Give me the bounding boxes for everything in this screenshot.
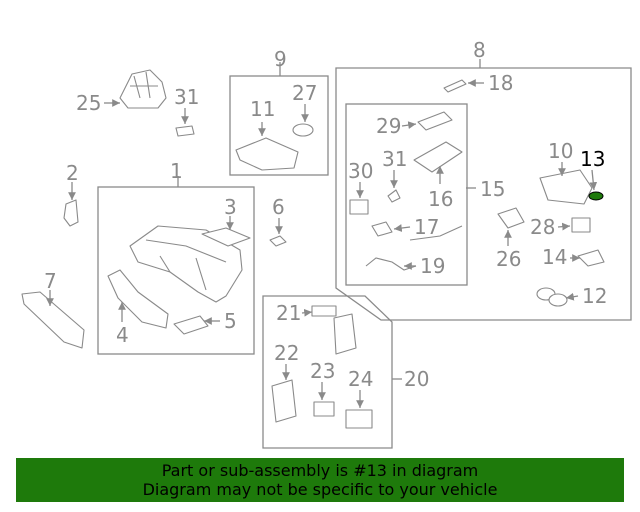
callout-8: 8 xyxy=(473,38,486,62)
bracket-part-5 xyxy=(173,315,209,335)
cup-holder-part-12 xyxy=(536,287,568,307)
group-box-15 xyxy=(345,103,468,286)
callout-31-top: 31 xyxy=(174,85,199,109)
group-box-9 xyxy=(229,75,329,176)
group-box-8 xyxy=(335,67,632,321)
callout-10: 10 xyxy=(548,139,573,163)
leader-lines xyxy=(46,59,598,408)
callout-4: 4 xyxy=(116,323,129,347)
callout-11: 11 xyxy=(250,97,275,121)
callout-13-highlighted: 13 xyxy=(580,147,605,171)
callout-22: 22 xyxy=(274,341,299,365)
info-banner: Part or sub-assembly is #13 in diagram D… xyxy=(16,458,624,502)
callout-12: 12 xyxy=(582,284,607,308)
clip-part-31-inner xyxy=(387,189,401,203)
connector-part-17 xyxy=(371,221,393,237)
callout-27: 27 xyxy=(292,81,317,105)
callout-19: 19 xyxy=(420,254,445,278)
banner-line-disclaimer: Diagram may not be specific to your vehi… xyxy=(142,480,498,499)
group-box-1 xyxy=(97,186,255,355)
callout-2: 2 xyxy=(66,161,79,185)
module-part-20 xyxy=(333,313,357,355)
bracket-part-2 xyxy=(63,199,79,227)
callout-17: 17 xyxy=(414,215,439,239)
lid-part-3 xyxy=(201,227,251,247)
panel-part-16 xyxy=(413,141,463,173)
clip-part-31 xyxy=(175,125,195,137)
switch-part-30 xyxy=(349,199,369,215)
callout-1: 1 xyxy=(170,159,183,183)
console-part-1 xyxy=(129,225,243,303)
trim-part-4 xyxy=(107,269,169,329)
module-part-23 xyxy=(313,401,335,417)
switch-part-28 xyxy=(571,217,591,233)
callout-3: 3 xyxy=(224,195,237,219)
bezel-part-10 xyxy=(539,169,593,205)
harness-part-19 xyxy=(365,257,417,271)
strip-part-18 xyxy=(443,79,467,93)
bracket-part-14 xyxy=(577,249,605,267)
callout-23: 23 xyxy=(310,359,335,383)
switch-part-21 xyxy=(311,305,337,317)
callout-18: 18 xyxy=(488,71,513,95)
trim-part-29 xyxy=(417,111,453,131)
callout-29: 29 xyxy=(376,114,401,138)
highlighted-part-13 xyxy=(588,191,604,201)
callout-28: 28 xyxy=(530,215,555,239)
callout-9: 9 xyxy=(274,47,287,71)
callout-24: 24 xyxy=(348,367,373,391)
module-part-22 xyxy=(271,379,297,423)
callout-14: 14 xyxy=(542,245,567,269)
cable-part-17 xyxy=(409,225,463,241)
module-part-24 xyxy=(345,409,373,429)
callout-7: 7 xyxy=(44,269,57,293)
side-trim-part-7 xyxy=(21,291,85,349)
shifter-part-25 xyxy=(119,69,167,109)
callout-20: 20 xyxy=(404,367,429,391)
banner-line-part-info: Part or sub-assembly is #13 in diagram xyxy=(161,461,479,480)
cap-part-27 xyxy=(292,123,314,137)
clip-part-6 xyxy=(269,235,287,247)
callout-30: 30 xyxy=(348,159,373,183)
callout-31-inner: 31 xyxy=(382,147,407,171)
callout-6: 6 xyxy=(272,195,285,219)
callout-25: 25 xyxy=(76,91,101,115)
panel-part-11 xyxy=(235,137,299,171)
callout-21: 21 xyxy=(276,301,301,325)
group-box-20 xyxy=(262,295,393,449)
callout-15: 15 xyxy=(480,177,505,201)
callout-16: 16 xyxy=(428,187,453,211)
callout-5: 5 xyxy=(224,309,237,333)
bracket-part-26 xyxy=(497,207,525,229)
callout-26: 26 xyxy=(496,247,521,271)
